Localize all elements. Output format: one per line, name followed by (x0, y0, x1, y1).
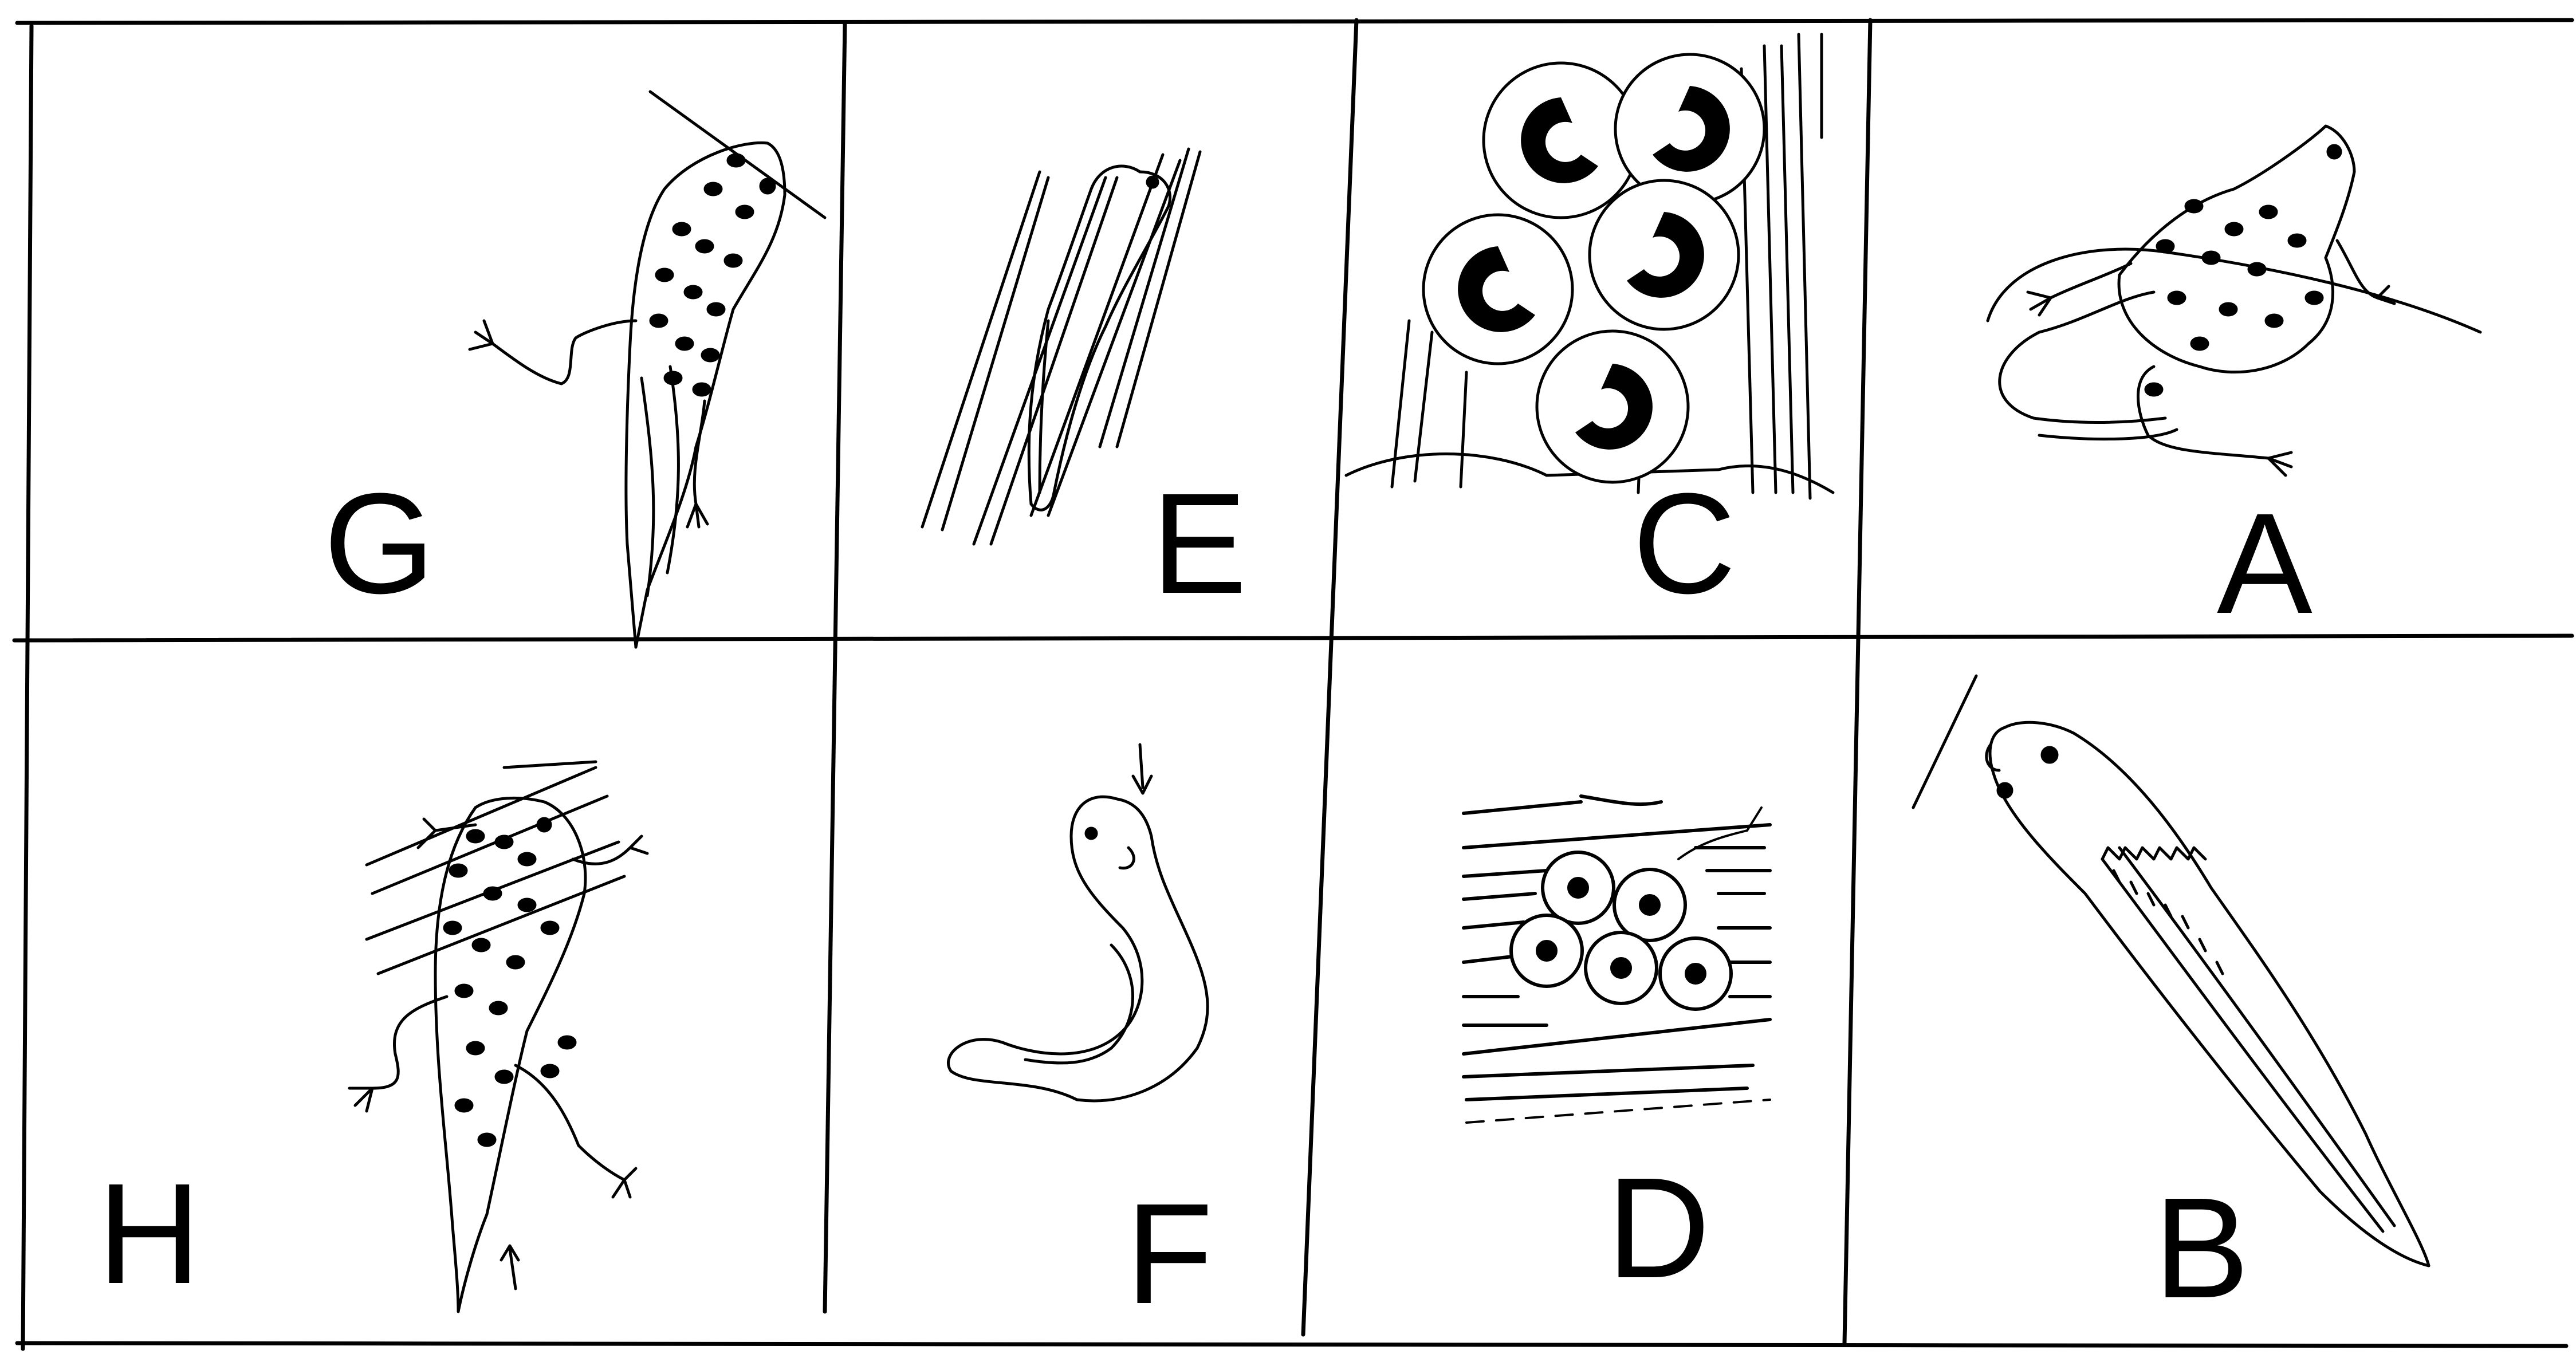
panel-f: F (949, 745, 1213, 1333)
panel-b: B (1913, 676, 2429, 1328)
panel-label-d: D (1607, 1148, 1710, 1308)
panel-d: D (1464, 796, 1770, 1308)
frogspawn-on-weed-drawing (1464, 796, 1770, 1123)
tadpole-with-hind-legs-drawing (470, 92, 825, 647)
curled-tadpole-drawing (949, 745, 1208, 1101)
adult-frog-drawing (1988, 126, 2480, 475)
panel-label-c: C (1633, 463, 1736, 623)
panel-label-g: G (324, 463, 435, 623)
panel-label-f: F (1126, 1174, 1213, 1333)
panel-label-e: E (1151, 463, 1247, 623)
grid-lines (14, 20, 2572, 1349)
panel-label-b: B (2154, 1168, 2249, 1328)
eggs-with-curled-embryos-drawing (1346, 34, 1833, 498)
panel-a: A (1988, 126, 2480, 643)
panel-label-a: A (2217, 483, 2312, 643)
panel-c: C (1346, 34, 1833, 623)
froglet-with-tail-drawing (349, 762, 647, 1312)
panel-e: E (922, 149, 1247, 623)
panel-label-h: H (97, 1154, 201, 1313)
panel-g: G (324, 92, 825, 647)
panel-h: H (97, 762, 647, 1313)
